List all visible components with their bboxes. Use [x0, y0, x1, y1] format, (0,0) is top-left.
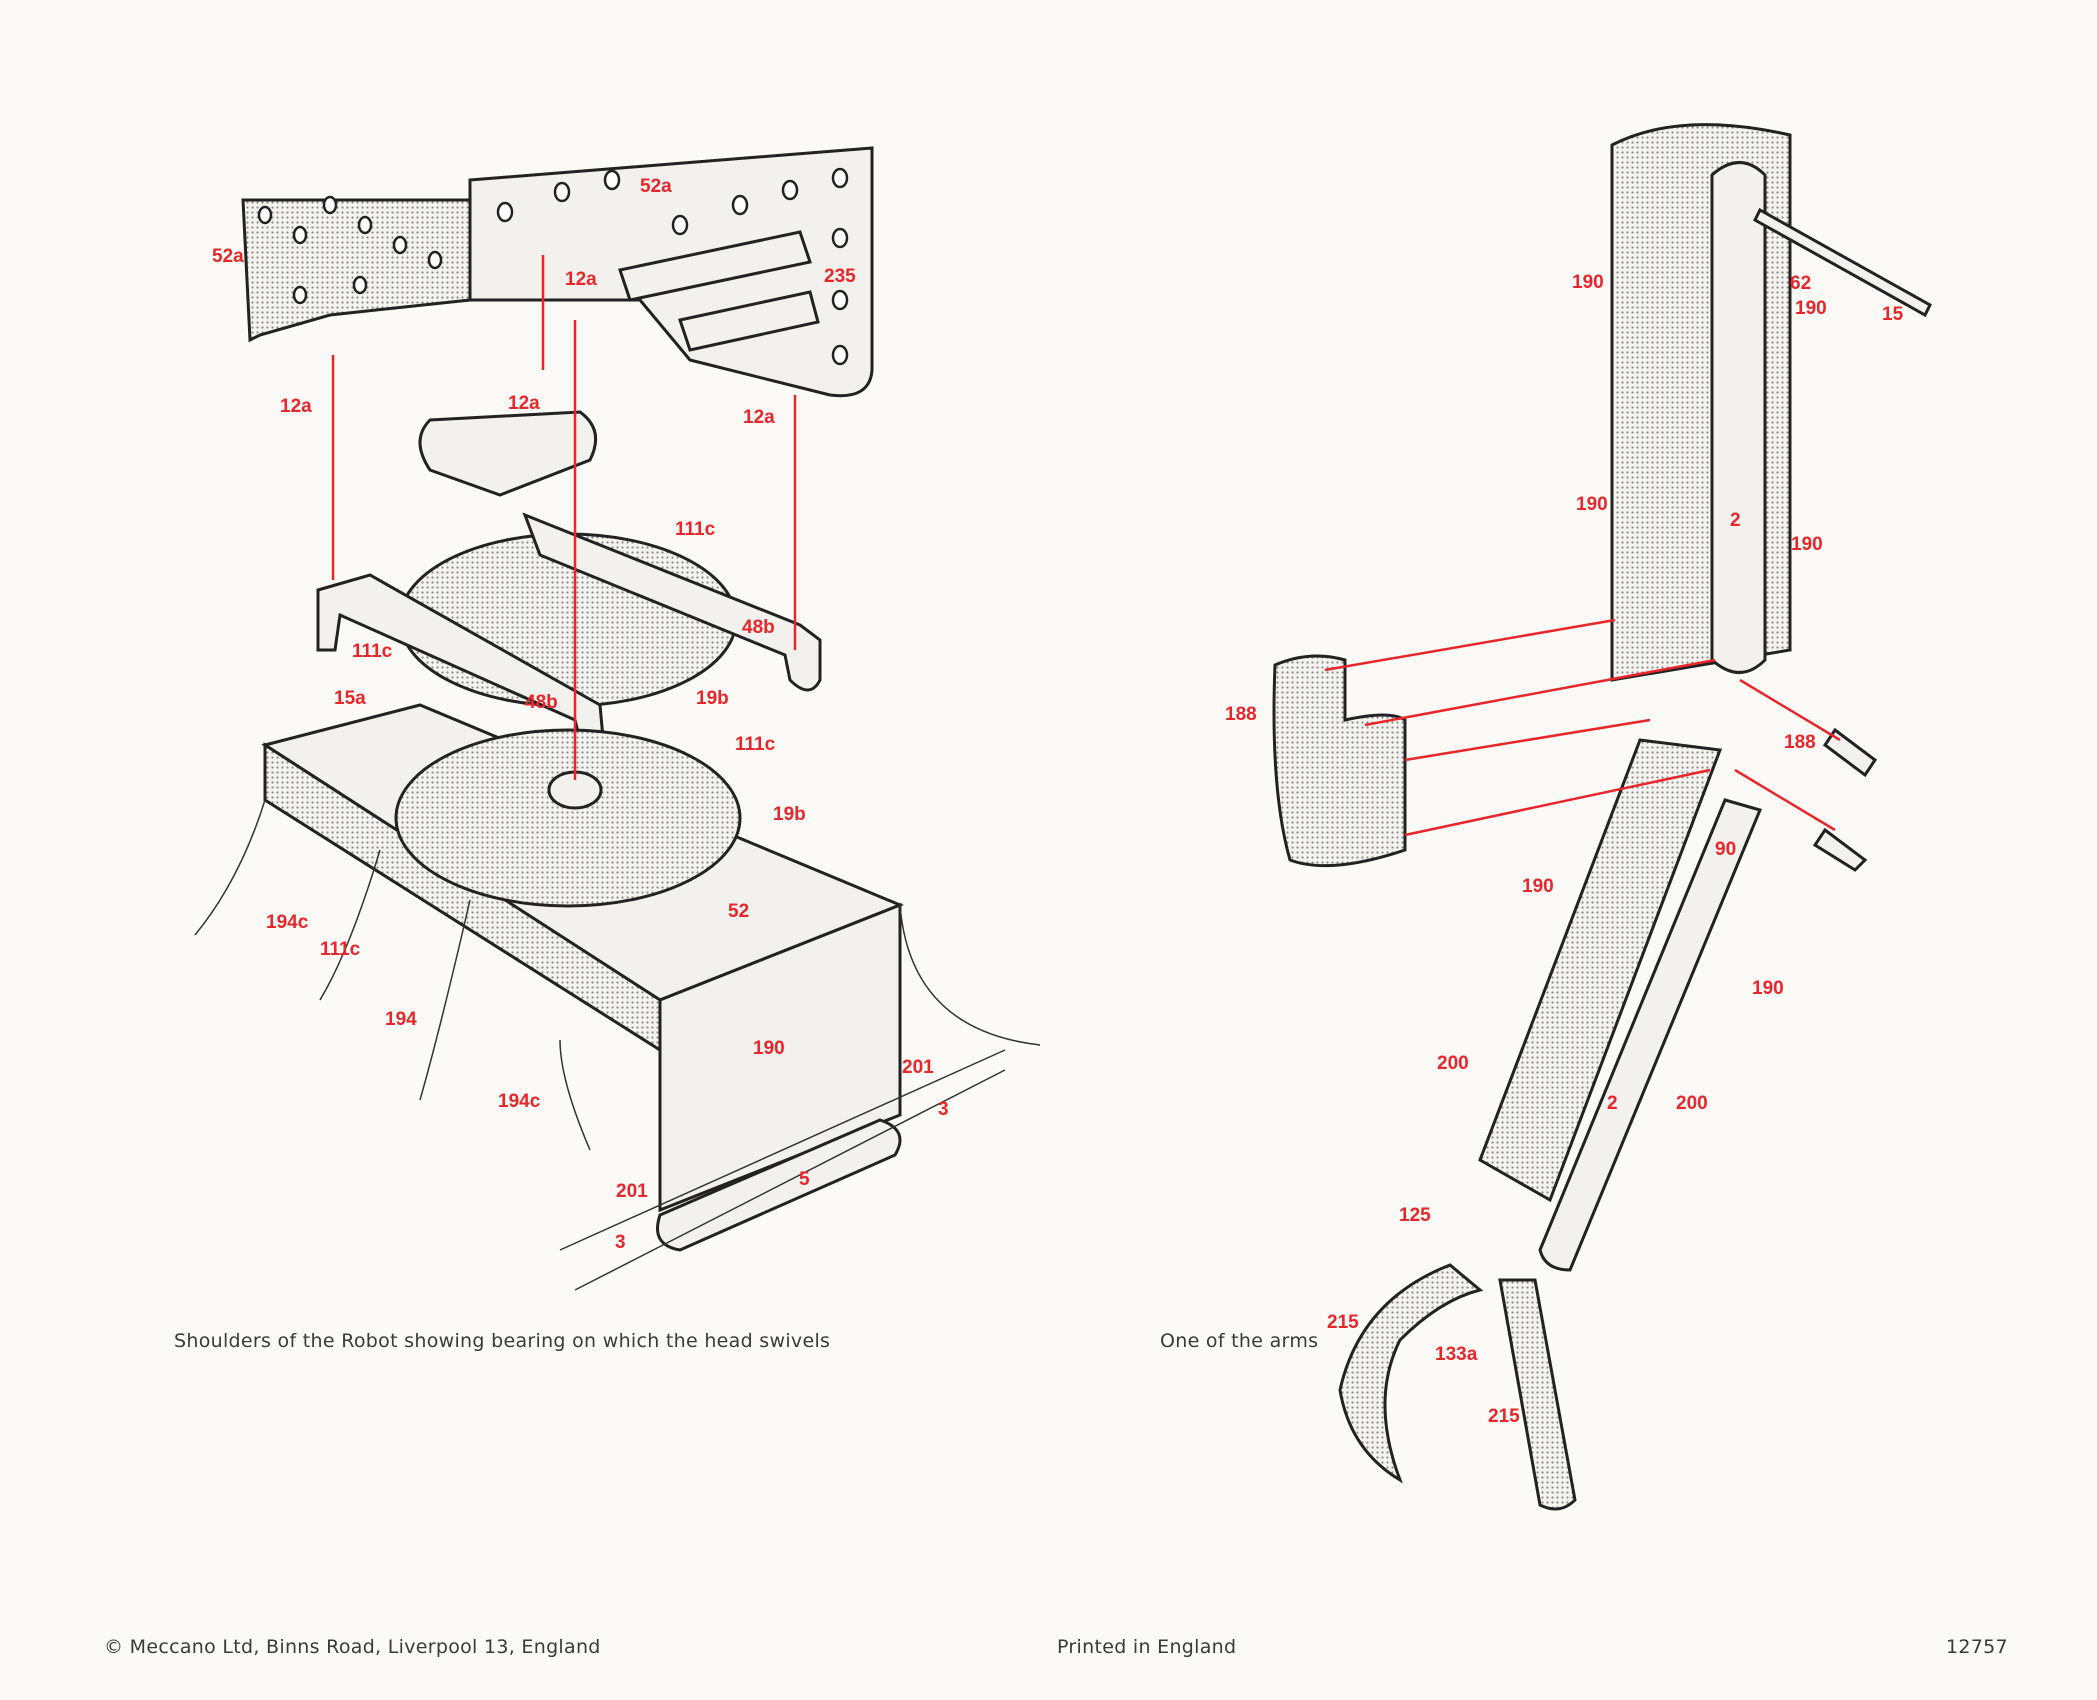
- shoulders-caption: Shoulders of the Robot showing bearing o…: [174, 1330, 831, 1352]
- printed-footer: Printed in England: [1057, 1636, 1237, 1658]
- double-bent-strip-48b: [522, 512, 822, 692]
- part-label: 52a: [640, 176, 672, 197]
- part-label: 235: [824, 266, 856, 287]
- part-label: 111c: [320, 939, 361, 960]
- part-label: 125: [1399, 1205, 1431, 1226]
- part-label: 190: [1576, 494, 1608, 515]
- part-label: 62: [1790, 273, 1811, 294]
- part-label: 2: [1730, 510, 1741, 531]
- strip-235: [618, 230, 812, 302]
- curved-strip-215-left: [1338, 1263, 1484, 1484]
- part-label: 19b: [773, 804, 806, 825]
- part-label: 12a: [565, 269, 597, 290]
- flexible-plate-188: [1272, 654, 1407, 868]
- part-label: 111c: [735, 734, 776, 755]
- part-label: 194: [385, 1009, 417, 1030]
- part-label: 15: [1882, 304, 1904, 325]
- angle-bracket-12a: [418, 410, 598, 497]
- assembly-guide-lines: [1324, 618, 1841, 837]
- plate-holes: [257, 167, 849, 366]
- part-label: 3: [938, 1099, 949, 1120]
- arm-figure: [1272, 123, 1932, 1511]
- strip-235: [678, 290, 820, 352]
- part-label: 190: [1752, 978, 1784, 999]
- part-labels-arm: 190 62 190 15 190 2 190 188 188 90 190 1…: [1225, 272, 1904, 1427]
- part-label: 5: [799, 1169, 810, 1190]
- part-label: 19b: [696, 688, 729, 709]
- part-label: 3: [615, 1232, 626, 1253]
- part-label: 12a: [280, 396, 312, 417]
- part-label: 52: [728, 901, 749, 922]
- part-label: 190: [753, 1038, 785, 1059]
- plate-194-side: [263, 742, 662, 1053]
- part-label: 200: [1676, 1093, 1708, 1114]
- part-label: 194c: [266, 912, 309, 933]
- part-label: 215: [1327, 1312, 1359, 1333]
- part-label: 190: [1522, 876, 1554, 897]
- curved-strip-215-right: [1498, 1278, 1577, 1511]
- part-label: 2: [1607, 1093, 1618, 1114]
- catalogue-number: 12757: [1946, 1636, 2008, 1658]
- arm-caption: One of the arms: [1160, 1330, 1319, 1352]
- curved-plate-edges: [194, 799, 1041, 1291]
- part-label: 52a: [212, 246, 244, 267]
- axle-rod-15: [1753, 207, 1932, 318]
- part-label: 12a: [508, 393, 540, 414]
- part-label: 201: [902, 1057, 934, 1078]
- part-label: 48b: [525, 692, 558, 713]
- copyright-footer: © Meccano Ltd, Binns Road, Liverpool 13,…: [104, 1636, 601, 1658]
- part-label: 111c: [675, 519, 716, 540]
- bolt: [1822, 727, 1878, 778]
- part-label: 48b: [742, 617, 775, 638]
- part-label: 133a: [1435, 1344, 1478, 1365]
- part-label: 15a: [334, 688, 366, 709]
- part-label: 215: [1488, 1406, 1520, 1427]
- flexible-plate-190-lower: [1478, 738, 1723, 1203]
- shoulders-figure: [194, 146, 1041, 1291]
- part-label: 194c: [498, 1091, 541, 1112]
- part-label: 190: [1572, 272, 1604, 293]
- part-labels-shoulders: 52a 52a 12a 235 12a 12a 12a 111c 48b 111…: [212, 176, 949, 1253]
- bolt: [1812, 827, 1868, 872]
- wheel-disc-19b-lower: [394, 728, 742, 908]
- part-label: 190: [1795, 298, 1827, 319]
- strip-2-lower: [1538, 798, 1763, 1272]
- part-label: 190: [1791, 534, 1823, 555]
- part-label: 12a: [743, 407, 775, 428]
- part-label: 188: [1225, 704, 1257, 725]
- part-label: 111c: [352, 641, 393, 662]
- part-label: 90: [1715, 839, 1736, 860]
- part-label: 201: [616, 1181, 648, 1202]
- assembly-guide-lines: [331, 255, 797, 780]
- plate-190-front: [658, 902, 902, 1213]
- part-label: 188: [1784, 732, 1816, 753]
- flexible-plate-52a: [241, 198, 472, 343]
- part-label: 200: [1437, 1053, 1469, 1074]
- strip-2-upper: [1710, 161, 1767, 674]
